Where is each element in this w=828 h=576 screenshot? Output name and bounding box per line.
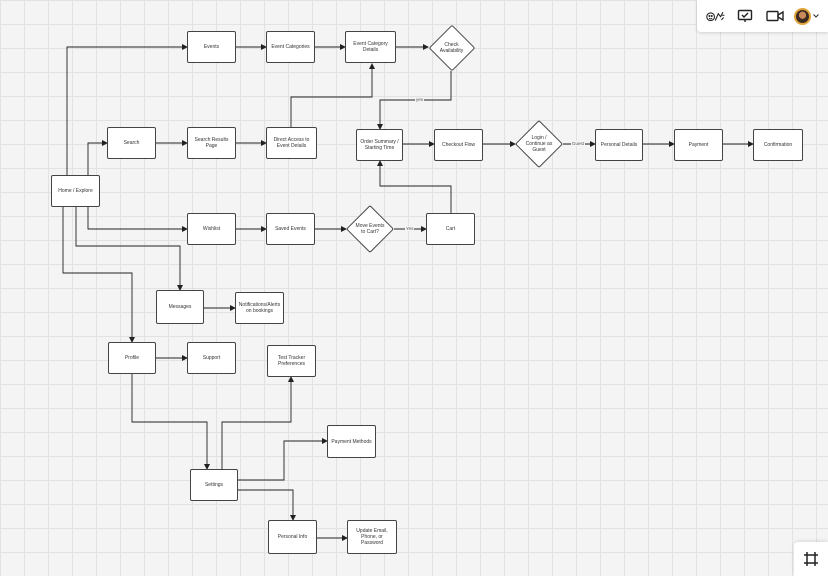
- node-label: Search: [123, 140, 140, 146]
- node-label: Confirmation: [763, 142, 793, 148]
- node-label: Order Summary / Starting Time: [360, 139, 399, 151]
- decision-label: Move Events to Cart?: [355, 223, 385, 235]
- node-label: Profile: [124, 355, 140, 361]
- node-search[interactable]: Search: [107, 127, 156, 159]
- edge-settings-payment-methods: [238, 438, 328, 481]
- node-label: Search Results Page: [194, 137, 229, 149]
- decision-label: Login / Continue as Guest: [525, 135, 553, 153]
- node-label: Direct Access to Event Details: [273, 137, 310, 149]
- top-right-toolbar: [697, 0, 828, 32]
- node-personal-info[interactable]: Personal Info: [268, 520, 317, 554]
- node-personal-details[interactable]: Personal Details: [595, 129, 643, 161]
- edge-home-messages: [75, 207, 183, 291]
- node-label: Personal Info: [277, 534, 308, 540]
- node-event-category-details[interactable]: Event Category Details: [345, 31, 396, 63]
- node-label: Support: [202, 355, 221, 361]
- chevron-down-icon: [813, 14, 820, 18]
- node-label: Settings: [204, 482, 224, 488]
- node-label: Payment: [688, 142, 709, 148]
- frame-tool-button[interactable]: [794, 542, 828, 576]
- edge-home-events: [66, 44, 188, 175]
- decision-move-events-cart[interactable]: Move Events to Cart?: [345, 204, 395, 254]
- avatar[interactable]: [794, 7, 812, 25]
- node-home-explore[interactable]: Home / Explore: [51, 175, 100, 207]
- node-checkout-flow[interactable]: Checkout Flow: [434, 129, 483, 161]
- node-label: Cart: [445, 226, 456, 232]
- node-direct-access[interactable]: Direct Access to Event Details: [266, 127, 317, 159]
- node-label: Event Category Details: [353, 41, 388, 53]
- node-label: Checkout Flow: [441, 142, 476, 148]
- node-cart[interactable]: Cart: [426, 213, 475, 245]
- edge-direct-details: [290, 63, 375, 127]
- edge-settings-test: [221, 376, 294, 469]
- node-notifications[interactable]: Notifications/Alerts on bookings: [235, 292, 284, 324]
- node-events[interactable]: Events: [187, 31, 236, 63]
- node-label: Wishlist: [202, 226, 221, 232]
- edge-cart-order: [377, 160, 452, 213]
- reactions-icon[interactable]: [705, 6, 726, 26]
- node-label: Update Email, Phone, or Password: [356, 528, 388, 546]
- decision-login-guest[interactable]: Login / Continue as Guest: [514, 119, 564, 169]
- node-label: Payment Methods: [331, 438, 372, 445]
- decision-check-availability[interactable]: Check Availability: [428, 24, 475, 71]
- decision-label: Check Availability: [439, 41, 464, 54]
- video-icon[interactable]: [765, 6, 785, 26]
- node-label: Messages: [168, 304, 192, 310]
- edge-profile-settings: [131, 374, 210, 470]
- node-payment[interactable]: Payment: [674, 129, 723, 161]
- node-label: Event Categories: [271, 44, 310, 50]
- node-profile[interactable]: Profile: [108, 342, 156, 374]
- edge-label-yes-cart: Yes: [405, 226, 415, 231]
- node-search-results-page[interactable]: Search Results Page: [187, 127, 236, 159]
- node-settings[interactable]: Settings: [190, 469, 238, 501]
- node-order-summary[interactable]: Order Summary / Starting Time: [356, 129, 403, 161]
- node-messages[interactable]: Messages: [156, 290, 204, 324]
- node-update-contact[interactable]: Update Email, Phone, or Password: [347, 520, 397, 554]
- node-wishlist[interactable]: Wishlist: [187, 213, 236, 245]
- frame-icon: [804, 552, 818, 566]
- node-label: Home / Explore: [58, 188, 93, 194]
- edge-home-search: [87, 140, 108, 175]
- node-test-tracker[interactable]: Test Tracker Preferences: [267, 345, 316, 377]
- node-label: Events: [203, 44, 220, 50]
- node-label: Saved Events: [275, 226, 306, 232]
- node-confirmation[interactable]: Confirmation: [753, 129, 803, 161]
- user-menu[interactable]: [794, 7, 820, 25]
- edge-home-profile: [62, 207, 135, 343]
- node-support[interactable]: Support: [187, 342, 236, 374]
- edge-home-wishlist: [87, 207, 188, 232]
- node-event-categories[interactable]: Event Categories: [266, 31, 315, 63]
- node-label: Personal Details: [600, 142, 638, 148]
- node-label: Notifications/Alerts on bookings: [238, 302, 281, 314]
- node-payment-methods[interactable]: Payment Methods: [327, 425, 376, 458]
- edge-label-guest: Guest: [571, 141, 586, 146]
- edge-label-yes: yes: [415, 97, 425, 102]
- node-saved-events[interactable]: Saved Events: [266, 213, 315, 245]
- edge-settings-personal: [238, 489, 296, 521]
- node-label: Test Tracker Preferences: [277, 355, 306, 367]
- present-icon[interactable]: [735, 6, 755, 26]
